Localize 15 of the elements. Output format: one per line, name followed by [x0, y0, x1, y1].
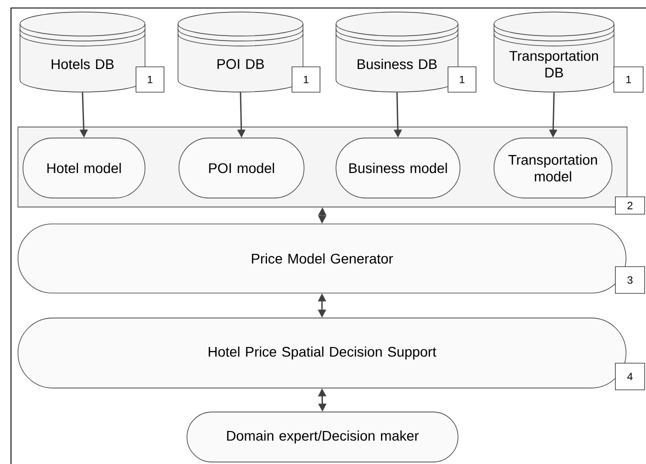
- callout-number: 4: [615, 362, 645, 390]
- rounded-box: Domain expert/Decision maker: [186, 412, 458, 462]
- database-cylinder: POI DB: [178, 12, 304, 92]
- callout-number: 1: [448, 66, 476, 92]
- callout-number: 1: [136, 66, 164, 92]
- database-cylinder: Transportation DB: [494, 12, 614, 92]
- rounded-box: Price Model Generator: [18, 224, 626, 294]
- database-cylinder: Business DB: [336, 12, 458, 92]
- callout-number: 3: [615, 266, 645, 294]
- callout-number: 1: [292, 66, 320, 92]
- callout-number: 1: [614, 66, 644, 92]
- rounded-box: Hotel Price Spatial Decision Support: [18, 318, 626, 388]
- database-cylinder: Hotels DB: [20, 12, 146, 92]
- rounded-box: Business model: [336, 138, 460, 198]
- callout-number: 2: [615, 196, 645, 214]
